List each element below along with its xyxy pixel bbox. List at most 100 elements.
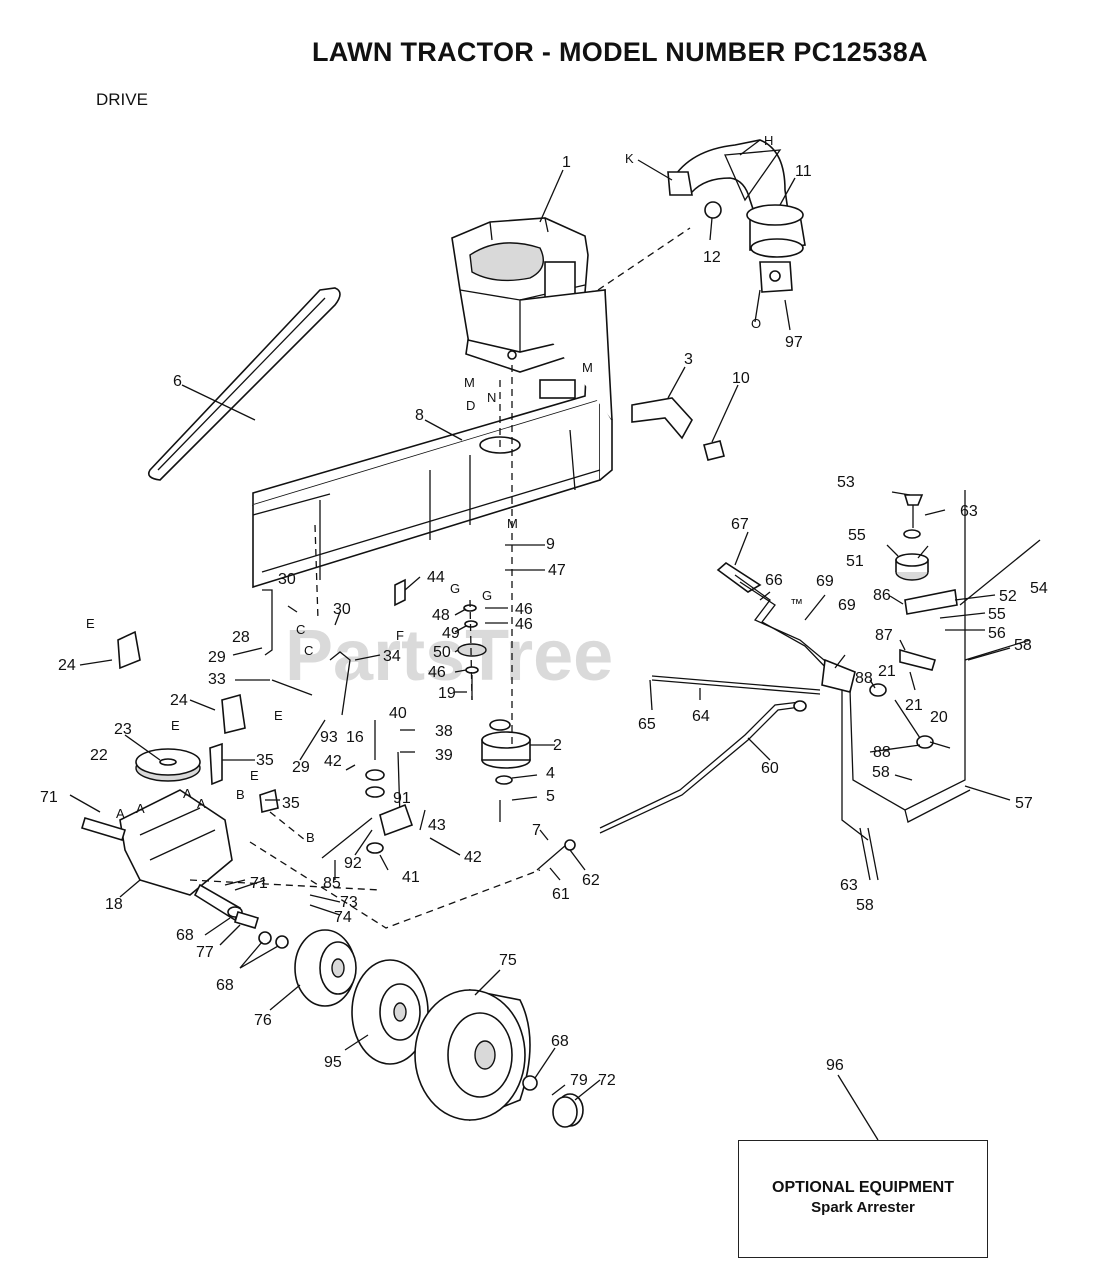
- watermark-tm: ™: [790, 596, 803, 611]
- ref-letter-A3: A: [183, 786, 192, 801]
- callout-58b: 58: [872, 764, 890, 781]
- callout-93: 93: [320, 729, 338, 746]
- callout-38: 38: [435, 723, 453, 740]
- callout-46c: 46: [428, 664, 446, 681]
- ref-letter-E2: E: [274, 708, 283, 723]
- callout-47: 47: [548, 562, 566, 579]
- callout-16: 16: [346, 729, 364, 746]
- callout-3: 3: [684, 351, 693, 368]
- callout-51: 51: [846, 553, 864, 570]
- callout-87: 87: [875, 627, 893, 644]
- belt-part: [147, 287, 341, 481]
- ref-letter-M3: M: [507, 516, 518, 531]
- callout-67: 67: [731, 516, 749, 533]
- ref-letter-M2: M: [582, 360, 593, 375]
- bracket-35a-part: [209, 742, 223, 786]
- callout-21a: 21: [878, 663, 896, 680]
- bracket-35b-part: [259, 788, 279, 813]
- ref-line-7: [269, 811, 306, 841]
- callout-20: 20: [930, 709, 948, 726]
- callout-55b: 55: [988, 606, 1006, 623]
- callout-62: 62: [582, 872, 600, 889]
- callout-8: 8: [415, 407, 424, 424]
- callout-6: 6: [173, 373, 182, 390]
- callout-66: 66: [765, 572, 783, 589]
- callout-56: 56: [988, 625, 1006, 642]
- pin-77-part: [234, 911, 259, 929]
- ref-letter-C1: C: [296, 622, 305, 637]
- callout-33: 33: [208, 671, 226, 688]
- callout-18: 18: [105, 896, 123, 913]
- section-label: DRIVE: [96, 90, 148, 109]
- callout-labels: 1 2 3 4 5 6 7 8 9 10 11 12 16 18 19 20 2…: [40, 154, 1048, 1089]
- callout-43: 43: [428, 817, 446, 834]
- ref-letter-M1: M: [464, 375, 475, 390]
- callout-19: 19: [438, 685, 456, 702]
- ref-letter-E3: E: [171, 718, 180, 733]
- callout-24b: 24: [170, 692, 188, 709]
- reference-letter-labels: K H O M M M N D G G F C C E E E E B B A …: [86, 133, 773, 845]
- callout-63b: 63: [840, 877, 858, 894]
- callout-46a: 46: [515, 601, 533, 618]
- ref-letter-D: D: [466, 398, 475, 413]
- callout-58c: 58: [856, 897, 874, 914]
- callout-95: 95: [324, 1054, 342, 1071]
- callout-61: 61: [552, 886, 570, 903]
- ref-letter-A4: A: [197, 796, 206, 811]
- callout-23: 23: [114, 721, 132, 738]
- part-10-nut: [703, 440, 725, 461]
- callout-29b: 29: [292, 759, 310, 776]
- callout-86: 86: [873, 587, 891, 604]
- watermark: PartsTree: [285, 616, 613, 696]
- callout-24a: 24: [58, 657, 76, 674]
- ref-letter-A2: A: [136, 801, 145, 816]
- ref-letter-A1: A: [116, 806, 125, 821]
- wheel-95-part: [351, 959, 429, 1065]
- callout-28: 28: [232, 629, 250, 646]
- muffler-part: [667, 139, 806, 293]
- callout-88a: 88: [855, 670, 873, 687]
- callout-68b: 68: [216, 977, 234, 994]
- callout-91: 91: [393, 790, 411, 807]
- callout-35a: 35: [256, 752, 274, 769]
- ref-line-8: [314, 524, 319, 621]
- callout-30b: 30: [333, 601, 351, 618]
- bracket-91-part: [379, 803, 414, 837]
- pulley-22-part: [135, 748, 201, 782]
- callout-60: 60: [761, 760, 779, 777]
- callout-58a: 58: [1014, 637, 1032, 654]
- callout-53: 53: [837, 474, 855, 491]
- callout-22: 22: [90, 747, 108, 764]
- callout-96: 96: [826, 1057, 844, 1074]
- callout-74: 74: [334, 909, 352, 926]
- callout-46b: 46: [515, 616, 533, 633]
- callout-79: 79: [570, 1072, 588, 1089]
- steering-part: [599, 490, 1041, 881]
- ref-line-5: [249, 841, 541, 929]
- callout-85: 85: [323, 875, 341, 892]
- callout-44: 44: [427, 569, 445, 586]
- callout-65: 65: [638, 716, 656, 733]
- ref-letter-E1: E: [86, 616, 95, 631]
- ref-line-4: [469, 599, 473, 701]
- leader-lines: [69, 139, 1011, 1141]
- callout-12: 12: [703, 249, 721, 266]
- ref-letter-G2: G: [482, 588, 492, 603]
- callout-92: 92: [344, 855, 362, 872]
- callout-75: 75: [499, 952, 517, 969]
- ref-letter-H: H: [764, 133, 773, 148]
- callout-72: 72: [598, 1072, 616, 1089]
- ref-letter-K: K: [625, 151, 634, 166]
- callout-39: 39: [435, 747, 453, 764]
- ref-letter-G1: G: [450, 581, 460, 596]
- callout-68a: 68: [176, 927, 194, 944]
- callout-69b: 69: [838, 597, 856, 614]
- washer-68-part: [522, 1075, 538, 1091]
- callout-5: 5: [546, 788, 555, 805]
- washer-93b-part: [365, 786, 385, 798]
- cap-72-part: [552, 1093, 584, 1128]
- hub-76-part: [294, 929, 357, 1007]
- callout-63a: 63: [960, 503, 978, 520]
- callout-54: 54: [1030, 580, 1048, 597]
